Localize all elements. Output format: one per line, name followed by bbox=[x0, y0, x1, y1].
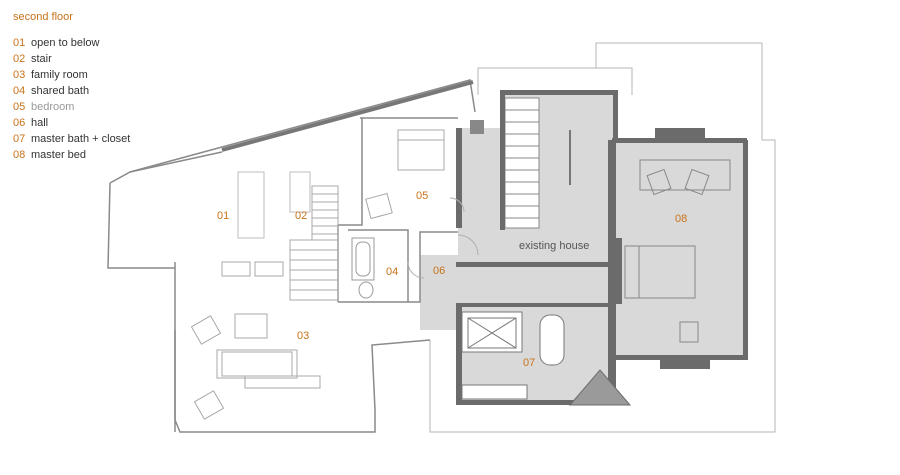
open-void bbox=[237, 171, 311, 239]
legend-label: master bath + closet bbox=[31, 133, 131, 145]
roof-edge bbox=[221, 80, 474, 152]
legend-item: 02 stair bbox=[13, 51, 130, 67]
legend-item: 08 master bed bbox=[13, 147, 130, 163]
room-number: 03 bbox=[297, 330, 309, 342]
legend-number: 02 bbox=[13, 53, 26, 65]
legend-number: 06 bbox=[13, 117, 26, 129]
new-walls bbox=[107, 79, 476, 433]
legend-label: bedroom bbox=[31, 101, 75, 113]
legend-item: 05 bedroom bbox=[13, 99, 130, 115]
legend-label: shared bath bbox=[31, 85, 90, 97]
existing-house-label: existing house bbox=[519, 240, 589, 252]
room-number: 05 bbox=[416, 190, 428, 202]
legend-item: 06 hall bbox=[13, 115, 130, 131]
master-bed-furniture bbox=[624, 159, 731, 343]
stair bbox=[289, 185, 339, 301]
site-outline bbox=[429, 42, 776, 433]
legend-number: 05 bbox=[13, 101, 26, 113]
legend-label: stair bbox=[31, 53, 52, 65]
existing-walls bbox=[456, 90, 748, 405]
legend-number: 04 bbox=[13, 85, 26, 97]
shared-bath-fixtures bbox=[351, 237, 375, 299]
legend-number: 03 bbox=[13, 69, 26, 81]
room-number: 06 bbox=[433, 265, 445, 277]
family-room-furniture bbox=[190, 261, 321, 420]
master-bath-fixtures bbox=[461, 311, 632, 406]
room-number: 08 bbox=[675, 213, 687, 225]
legend-number: 08 bbox=[13, 149, 26, 161]
legend-label: open to below bbox=[31, 37, 100, 49]
room-number: 07 bbox=[523, 357, 535, 369]
bedroom-furniture bbox=[365, 129, 445, 220]
legend-label: family room bbox=[31, 69, 88, 81]
legend-item: 04 shared bath bbox=[13, 83, 130, 99]
legend-item: 07 master bath + closet bbox=[13, 131, 130, 147]
legend-number: 01 bbox=[13, 37, 26, 49]
legend-number: 07 bbox=[13, 133, 26, 145]
room-number: 04 bbox=[386, 266, 398, 278]
legend-label: hall bbox=[31, 117, 49, 129]
room-number: 02 bbox=[295, 210, 307, 222]
legend-item: 03 family room bbox=[13, 67, 130, 83]
room-legend: 01 open to below 02 stair 03 family room 04… bbox=[13, 35, 130, 163]
existing-stair bbox=[504, 97, 571, 229]
legend-item: 01 open to below bbox=[13, 35, 130, 51]
plan-title: second floor bbox=[13, 11, 73, 23]
legend-label: master bed bbox=[31, 149, 87, 161]
door-swings bbox=[407, 197, 479, 279]
room-number: 01 bbox=[217, 210, 229, 222]
